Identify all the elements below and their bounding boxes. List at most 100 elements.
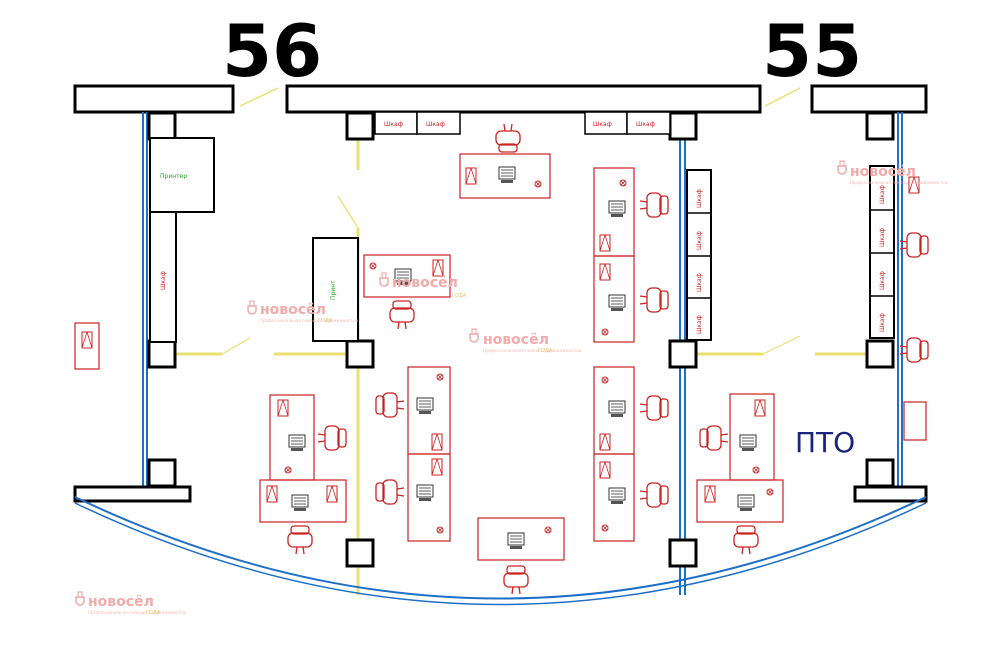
small-printer-unit [312, 237, 359, 342]
watermark-year: ГОДА [146, 610, 161, 616]
computer [507, 532, 525, 550]
computer [288, 434, 306, 452]
watermark-brand: новосёл [392, 275, 458, 291]
desk [477, 517, 565, 561]
cabinet-label: Шкаф [160, 271, 167, 290]
door-swing [764, 87, 801, 107]
column [865, 111, 895, 141]
phone [369, 262, 377, 270]
phone [436, 526, 444, 534]
watermark-subtitle: Профессиональная помощь с недвижимостью [483, 348, 582, 353]
watermark-brand: новосёл [260, 302, 326, 318]
cabinet-label: Шкаф [384, 121, 403, 128]
computer [498, 166, 516, 184]
cabinet-vertical [869, 165, 895, 339]
watermark: новосёл Профессиональная помощь с недвиж… [837, 160, 949, 185]
computer [608, 487, 626, 505]
computer [416, 484, 434, 502]
cabinet-label: Шкаф [879, 271, 886, 290]
watermark-year: ГОДА [538, 348, 553, 354]
column [147, 111, 177, 141]
chair [639, 192, 669, 218]
phone [619, 179, 627, 187]
column [345, 111, 375, 141]
phone [601, 376, 609, 384]
desk [407, 453, 451, 542]
exterior-wall-segment [73, 84, 235, 114]
lamp [599, 234, 611, 252]
desk [74, 322, 100, 370]
phone [601, 524, 609, 532]
chair [899, 337, 929, 363]
column [865, 339, 895, 369]
watermark: новосёл Профессиональная помощь с недвиж… [75, 591, 187, 616]
curved-facade [74, 496, 927, 600]
computer [291, 494, 309, 512]
lamp [599, 461, 611, 479]
lamp [754, 399, 766, 417]
chair [375, 479, 405, 505]
exterior-wall-segment [853, 485, 928, 503]
phone [766, 488, 774, 496]
column [147, 339, 177, 369]
column [668, 111, 698, 141]
phone [534, 180, 542, 188]
desk [259, 479, 347, 523]
chair [389, 300, 415, 330]
lamp [465, 167, 477, 185]
watermark: новосёл Профессиональная помощь с недвиж… [247, 300, 359, 324]
cabinet-label: Шкаф [426, 121, 445, 128]
desk [903, 401, 927, 441]
cabinet-vertical [686, 169, 712, 341]
lamp [431, 433, 443, 451]
watermark-brand: новосёл [483, 332, 549, 348]
chair [733, 525, 759, 555]
desk [459, 153, 551, 199]
computer [739, 434, 757, 452]
cabinet-label: Шкаф [696, 189, 703, 208]
door-swing [221, 337, 251, 355]
cabinet-label: Шкаф [696, 273, 703, 292]
column [668, 538, 698, 568]
watermark-subtitle: Профессиональная помощь с недвижимостью [260, 318, 359, 323]
phone [436, 373, 444, 381]
column [345, 538, 375, 568]
phone [601, 328, 609, 336]
watermark-brand: новосёл [88, 594, 154, 610]
printer-label: Принтер [160, 173, 187, 180]
lamp [599, 263, 611, 281]
cabinet [416, 111, 461, 135]
phone [752, 466, 760, 474]
desk [593, 255, 635, 343]
exterior-wall-segment [810, 84, 928, 114]
chair [639, 395, 669, 421]
computer [608, 294, 626, 312]
door-swing [762, 335, 801, 355]
desk [363, 254, 451, 298]
exterior-wall-segment [73, 485, 192, 503]
curved-facade [74, 502, 927, 606]
chair [639, 287, 669, 313]
column [345, 339, 375, 369]
lamp [431, 458, 443, 476]
room-number-56: 56 [222, 9, 322, 93]
cabinet-label: Шкаф [593, 121, 612, 128]
chair [287, 525, 313, 555]
exterior-wall-segment [285, 84, 762, 114]
desk [696, 479, 784, 523]
watermark-year: ГОДА [318, 318, 333, 324]
desk [593, 453, 635, 542]
chair [639, 482, 669, 508]
chair [503, 565, 529, 595]
lamp [277, 399, 289, 417]
desk [729, 393, 775, 481]
computer [737, 494, 755, 512]
computer [608, 200, 626, 218]
cabinet-label: Шкаф [696, 231, 703, 250]
cabinet-vertical [149, 211, 177, 343]
lamp [326, 485, 338, 503]
desk [269, 394, 315, 481]
phone [544, 526, 552, 534]
